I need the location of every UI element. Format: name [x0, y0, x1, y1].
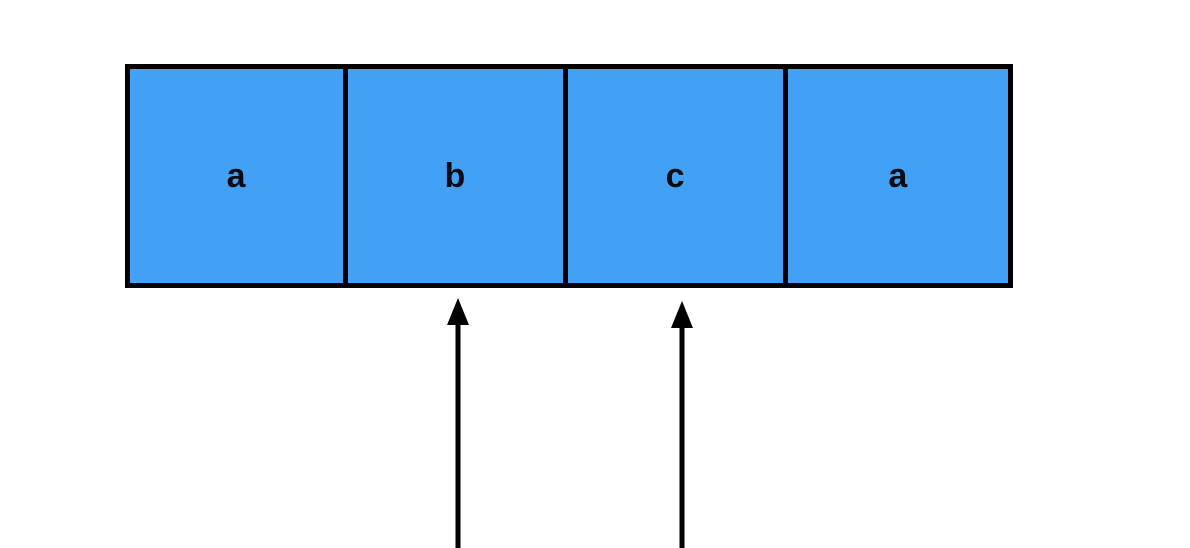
pointer-arrow-1 [436, 298, 480, 548]
arrow-shaft [455, 322, 461, 548]
array-container: a b c a [125, 64, 1013, 288]
array-cell-label: b [444, 157, 466, 195]
array-cell-label: a [888, 157, 908, 195]
array-cell-label: a [226, 157, 247, 195]
array-cell-label: c [665, 157, 686, 195]
array-cell-3[interactable]: a [788, 69, 1008, 283]
array-cell-2[interactable]: c [567, 69, 789, 283]
arrowhead-up-icon [447, 298, 469, 325]
arrowhead-up-icon [671, 301, 693, 328]
arrow-shaft [679, 325, 685, 548]
array-cell-1[interactable]: b [347, 69, 568, 283]
array-cell-0[interactable]: a [130, 69, 348, 283]
pointer-arrow-2 [660, 301, 704, 548]
